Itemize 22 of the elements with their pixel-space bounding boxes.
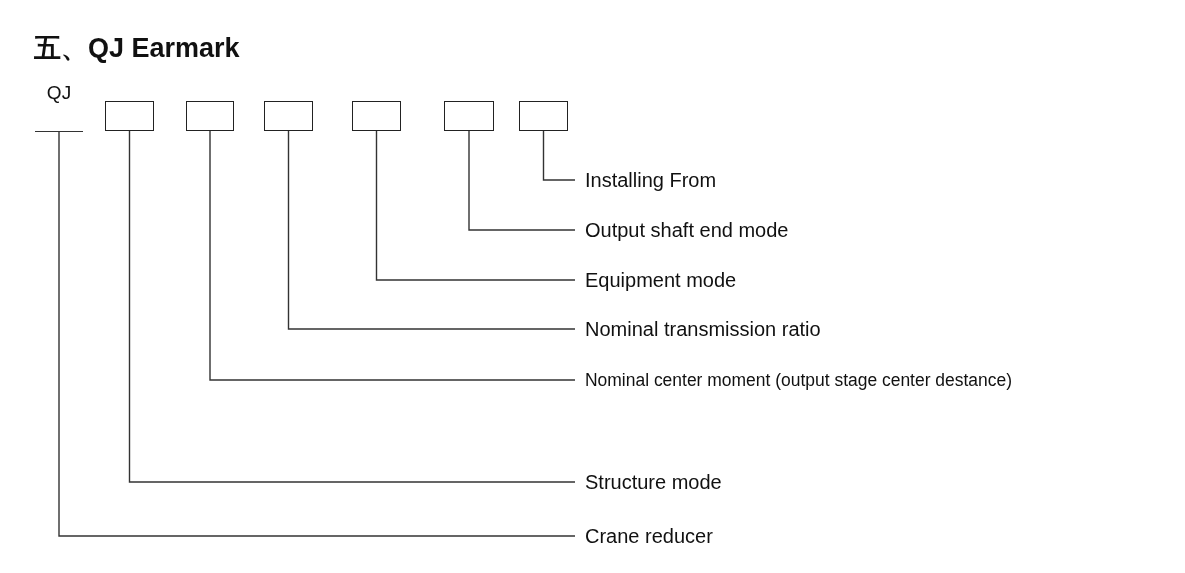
part-label: Nominal center moment (output stage center destance)	[585, 368, 1013, 392]
model-code: QJ	[35, 80, 83, 132]
code-box	[352, 101, 401, 131]
code-box	[264, 101, 313, 131]
leader-line	[58, 131, 576, 537]
leader-line	[209, 130, 576, 381]
part-label: Crane reducer	[585, 524, 713, 548]
code-box	[444, 101, 494, 131]
title: 五、QJ Earmark	[34, 32, 240, 65]
part-label: Nominal transmission ratio	[585, 317, 821, 341]
part-label: Output shaft end mode	[585, 218, 789, 242]
part-label: Structure mode	[585, 470, 722, 494]
leader-line	[287, 130, 576, 330]
leader-line	[375, 130, 576, 281]
part-label: Installing From	[585, 168, 717, 192]
code-box	[519, 101, 568, 131]
leader-line	[542, 130, 576, 181]
leader-line	[468, 130, 576, 231]
code-box	[105, 101, 154, 131]
leader-line	[128, 130, 576, 483]
code-box	[186, 101, 234, 131]
part-label: Equipment mode	[585, 268, 737, 292]
